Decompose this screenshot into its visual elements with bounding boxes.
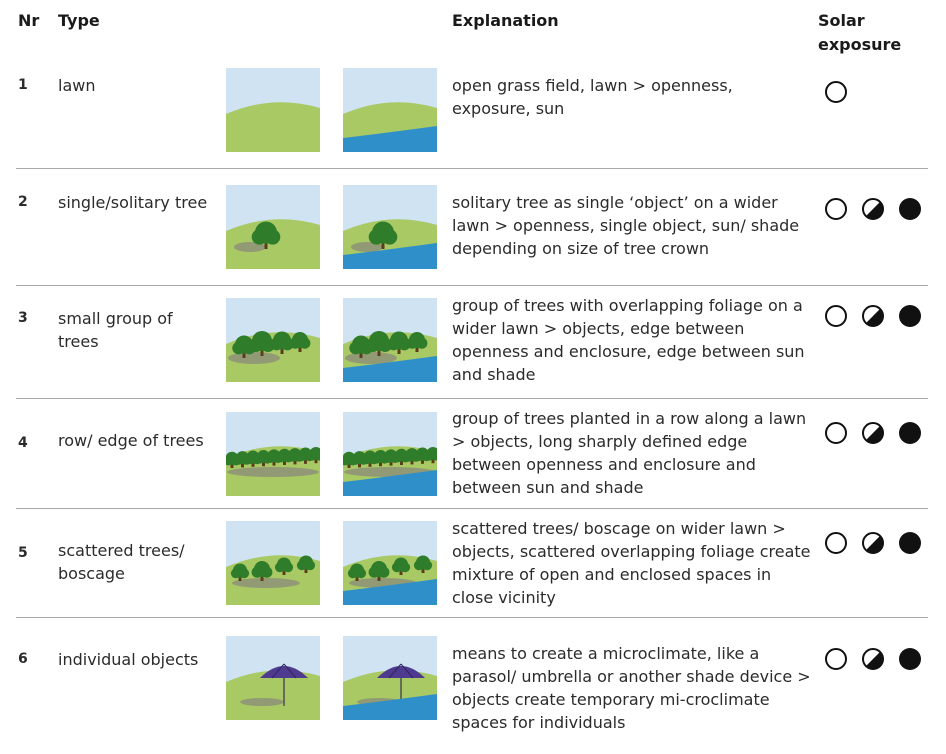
half-shade-icon [862, 198, 884, 220]
scene-image-with-water [343, 298, 437, 382]
row-number: 3 [18, 310, 28, 326]
scene-image-with-water [343, 636, 437, 720]
header-type: Type [58, 11, 100, 30]
row-explanation: group of trees planted in a row along a … [452, 409, 807, 497]
table-row: 2 single/solitary tree solitary tree as … [0, 185, 946, 285]
shade-icon [899, 648, 921, 670]
row-explanation: group of trees with overlapping foliage … [452, 296, 805, 384]
solar-exposure-icons [823, 647, 933, 673]
scene-image-with-water [343, 68, 437, 152]
sun-exposure-icon [825, 81, 847, 103]
table-row: 1 lawn open grass field, lawn > openness… [0, 68, 946, 168]
header-solar-line1: Solar [818, 11, 865, 30]
shade-icon [899, 198, 921, 220]
scene-image-with-water [343, 521, 437, 605]
scene-image-with-water [343, 412, 437, 496]
scene-image [226, 298, 320, 382]
shade-icon [899, 422, 921, 444]
row-separator [16, 398, 928, 399]
solar-exposure-icons [823, 197, 933, 223]
row-separator [16, 617, 928, 618]
scene-image [226, 68, 320, 152]
row-explanation: scattered trees/ boscage on wider lawn >… [452, 519, 811, 607]
shade-icon [899, 305, 921, 327]
row-type: row/ edge of trees [58, 431, 204, 450]
row-type: single/solitary tree [58, 193, 208, 212]
solar-exposure-icons [823, 304, 933, 330]
row-separator [16, 168, 928, 169]
row-type: individual objects [58, 650, 199, 669]
row-separator [16, 285, 928, 286]
row-type: lawn [58, 76, 96, 95]
half-shade-icon [862, 532, 884, 554]
row-number: 4 [18, 435, 28, 451]
table-row: 6 individual objects means to create a m… [0, 636, 946, 754]
solar-exposure-icons [823, 531, 933, 557]
half-shade-icon [862, 422, 884, 444]
sun-exposure-icon [825, 198, 847, 220]
shade-icon [899, 532, 921, 554]
header-solar-line2: exposure [818, 35, 902, 54]
row-number: 1 [18, 77, 28, 93]
row-type: small group of trees [58, 309, 173, 351]
half-shade-icon [862, 648, 884, 670]
scene-image [226, 636, 320, 720]
sun-exposure-icon [825, 422, 847, 444]
row-explanation: open grass field, lawn > openness, expos… [452, 76, 733, 118]
row-explanation: solitary tree as single ‘object’ on a wi… [452, 193, 800, 258]
solar-exposure-icons [823, 80, 933, 106]
table-row: 5 scattered trees/ boscage scattered tre… [0, 517, 946, 617]
scene-image [226, 412, 320, 496]
row-type: scattered trees/ boscage [58, 541, 185, 583]
table-row: 4 row/ edge of trees group of trees plan… [0, 407, 946, 508]
scene-image [226, 185, 320, 269]
table-row: 3 small group of trees group of trees wi… [0, 294, 946, 398]
row-number: 2 [18, 194, 28, 210]
header-explanation: Explanation [452, 11, 559, 30]
sun-exposure-icon [825, 305, 847, 327]
row-separator [16, 508, 928, 509]
row-number: 6 [18, 651, 28, 667]
row-explanation: means to create a microclimate, like a p… [452, 644, 811, 732]
sun-exposure-icon [825, 532, 847, 554]
row-number: 5 [18, 545, 28, 561]
sun-exposure-icon [825, 648, 847, 670]
header-nr: Nr [18, 11, 40, 30]
scene-image-with-water [343, 185, 437, 269]
scene-image [226, 521, 320, 605]
solar-exposure-icons [823, 421, 933, 447]
half-shade-icon [862, 305, 884, 327]
